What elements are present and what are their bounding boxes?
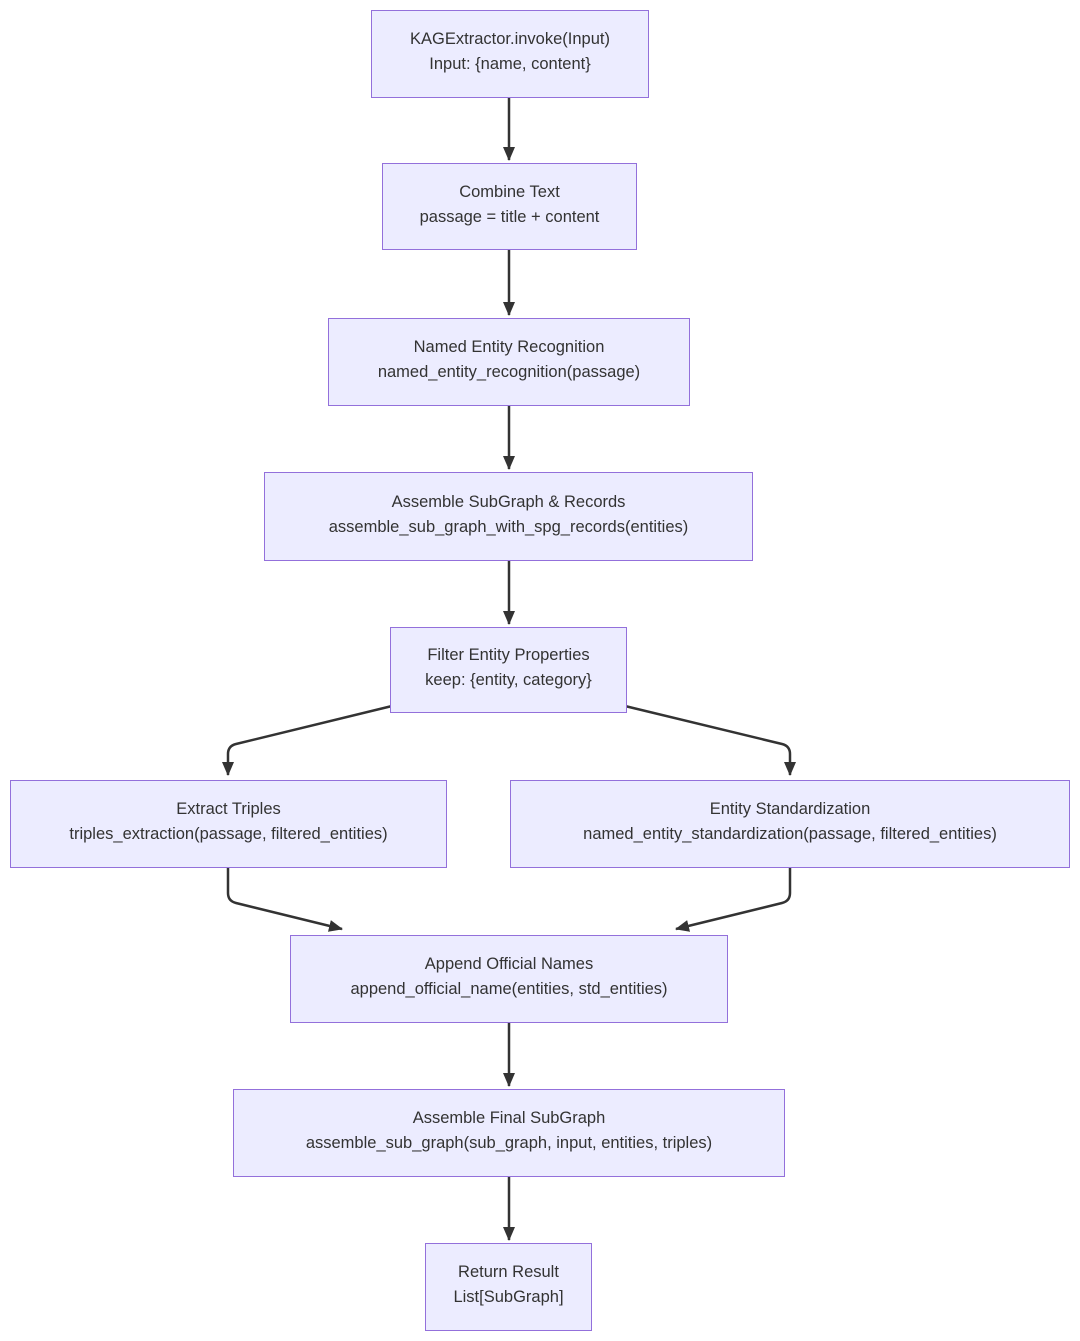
node-label-line1: Named Entity Recognition <box>413 338 605 356</box>
node-label-line2: named_entity_recognition(passage) <box>377 363 641 381</box>
node-label-line1: Extract Triples <box>176 800 281 818</box>
edge-extract-triples-to-append-official-names <box>226 868 343 932</box>
flowchart-node-combine-text: Combine Text passage = title + content <box>382 163 637 250</box>
node-label-line2: named_entity_standardization(passage, fi… <box>583 825 997 843</box>
node-label-line1: Append Official Names <box>424 955 594 973</box>
edge-filter-entity-properties-to-entity-standardization <box>624 704 796 776</box>
flowchart-node-named-entity-recognition: Named Entity Recognition named_entity_re… <box>328 318 690 406</box>
node-label-line1: Combine Text <box>459 182 560 201</box>
node-label-line2: assemble_sub_graph_with_spg_records(enti… <box>328 517 689 536</box>
flowchart-node-extract-triples: Extract Triples triples_extraction(passa… <box>10 780 447 868</box>
flowchart-node-entity-standardization: Entity Standardization named_entity_stan… <box>510 780 1070 868</box>
flowchart-node-return-result: Return Result List[SubGraph] <box>425 1243 592 1331</box>
node-label-line1: Assemble Final SubGraph <box>412 1109 606 1127</box>
node-label-line2: triples_extraction(passage, filtered_ent… <box>69 825 388 843</box>
edge-filter-entity-properties-to-extract-triples <box>222 704 393 776</box>
node-label-line1: Return Result <box>458 1263 559 1281</box>
node-label-line2: keep: {entity, category} <box>425 671 592 689</box>
flowchart-node-filter-entity-properties: Filter Entity Properties keep: {entity, … <box>390 627 627 713</box>
flowchart-node-invoke: KAGExtractor.invoke(Input) Input: {name,… <box>371 10 649 98</box>
node-label-line1: KAGExtractor.invoke(Input) <box>410 30 610 48</box>
flowchart-node-assemble-final-subgraph: Assemble Final SubGraph assemble_sub_gra… <box>233 1089 785 1177</box>
node-label-line2: append_official_name(entities, std_entit… <box>350 980 668 998</box>
node-label-line1: Assemble SubGraph & Records <box>391 492 626 511</box>
edge-entity-standardization-to-append-official-names <box>675 868 792 932</box>
node-label-line2: List[SubGraph] <box>453 1288 564 1306</box>
flowchart-node-append-official-names: Append Official Names append_official_na… <box>290 935 728 1023</box>
flowchart-node-assemble-subgraph-records: Assemble SubGraph & Records assemble_sub… <box>264 472 753 561</box>
node-label-line2: Input: {name, content} <box>429 55 591 73</box>
node-label-line2: passage = title + content <box>419 207 600 226</box>
node-label-line1: Entity Standardization <box>709 800 871 818</box>
node-label-line1: Filter Entity Properties <box>427 646 590 664</box>
node-label-line2: assemble_sub_graph(sub_graph, input, ent… <box>305 1134 713 1152</box>
